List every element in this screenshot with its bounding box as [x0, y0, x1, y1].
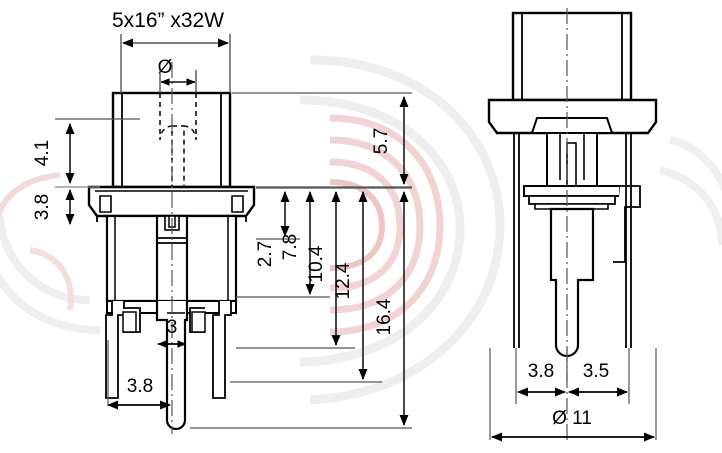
dim-7-8: 7.8	[280, 234, 301, 260]
front-view-dimensions: Ø 4.1 3.8 5.7	[32, 34, 412, 429]
dim-plunger-width: 3	[167, 317, 178, 338]
dim-2-7: 2.7	[255, 241, 276, 267]
dim-cap-total: 5.7	[371, 128, 392, 154]
dim-pin-offset: 3.8	[127, 376, 153, 397]
front-view-geometry	[87, 62, 256, 434]
dim-side-3-5: 3.5	[583, 361, 609, 382]
dim-overall-diameter: Ø 11	[552, 408, 592, 429]
drawing-title: 5x16” x32W	[112, 9, 224, 32]
side-view-geometry	[487, 8, 658, 440]
dim-side-3-8: 3.8	[528, 361, 554, 382]
dim-16-4: 16.4	[374, 298, 395, 335]
dim-flange-height: 3.8	[32, 194, 53, 220]
dim-diameter-symbol: Ø	[158, 57, 173, 78]
dim-cap-height: 4.1	[32, 140, 53, 166]
dim-12-4: 12.4	[333, 262, 354, 299]
side-view-dimensions: 3.8 3.5 Ø 11	[489, 348, 657, 442]
dim-10-4: 10.4	[306, 245, 327, 282]
